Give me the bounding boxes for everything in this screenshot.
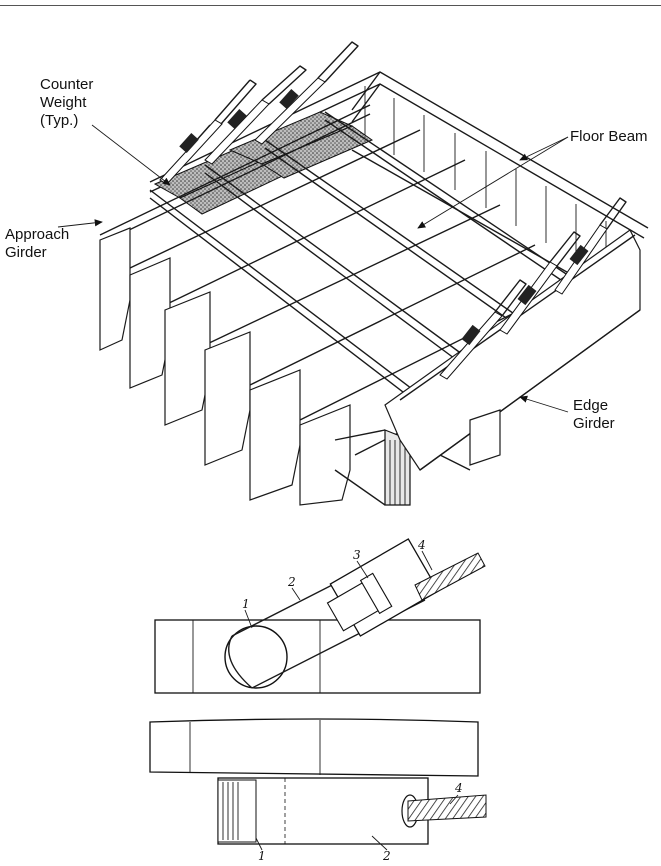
floor-beams	[149, 111, 591, 403]
part-number-4-bottom: 4	[454, 781, 463, 795]
part-number-3-top: 3	[353, 548, 361, 562]
leaders	[57, 124, 569, 413]
stringers	[99, 104, 601, 456]
label-approach-girder-2: Girder	[5, 244, 47, 261]
mechanism-side-view	[154, 538, 486, 694]
label-counter-weight-3: (Typ.)	[40, 112, 78, 129]
label-counter-weight-2: Weight	[40, 94, 87, 111]
part-number-2-top: 2	[287, 575, 296, 589]
approach-girders	[99, 227, 351, 506]
top-rule	[0, 5, 661, 6]
socket-block	[326, 538, 440, 637]
cylinders-front	[439, 197, 627, 380]
cable-top	[414, 552, 486, 601]
part-number-4-top: 4	[417, 538, 426, 552]
pulley-wheel	[224, 625, 288, 689]
deck-back-edge	[149, 71, 381, 183]
label-edge-girder-1: Edge	[573, 397, 608, 414]
label-counter-weight-1: Counter	[40, 76, 93, 93]
part-number-2-bottom: 2	[382, 849, 391, 863]
part-number-1-bottom: 1	[258, 849, 266, 863]
label-approach-girder-1: Approach	[5, 226, 69, 243]
cylinders-back	[159, 41, 359, 185]
part-number-1-top: 1	[242, 597, 250, 611]
cable-bottom	[407, 794, 487, 822]
label-edge-girder-2: Girder	[573, 415, 615, 432]
mechanism-plan-view	[149, 718, 487, 845]
bridge-structure	[99, 41, 649, 506]
edge-girder	[384, 229, 641, 471]
label-floor-beam: Floor Beam	[570, 128, 648, 145]
